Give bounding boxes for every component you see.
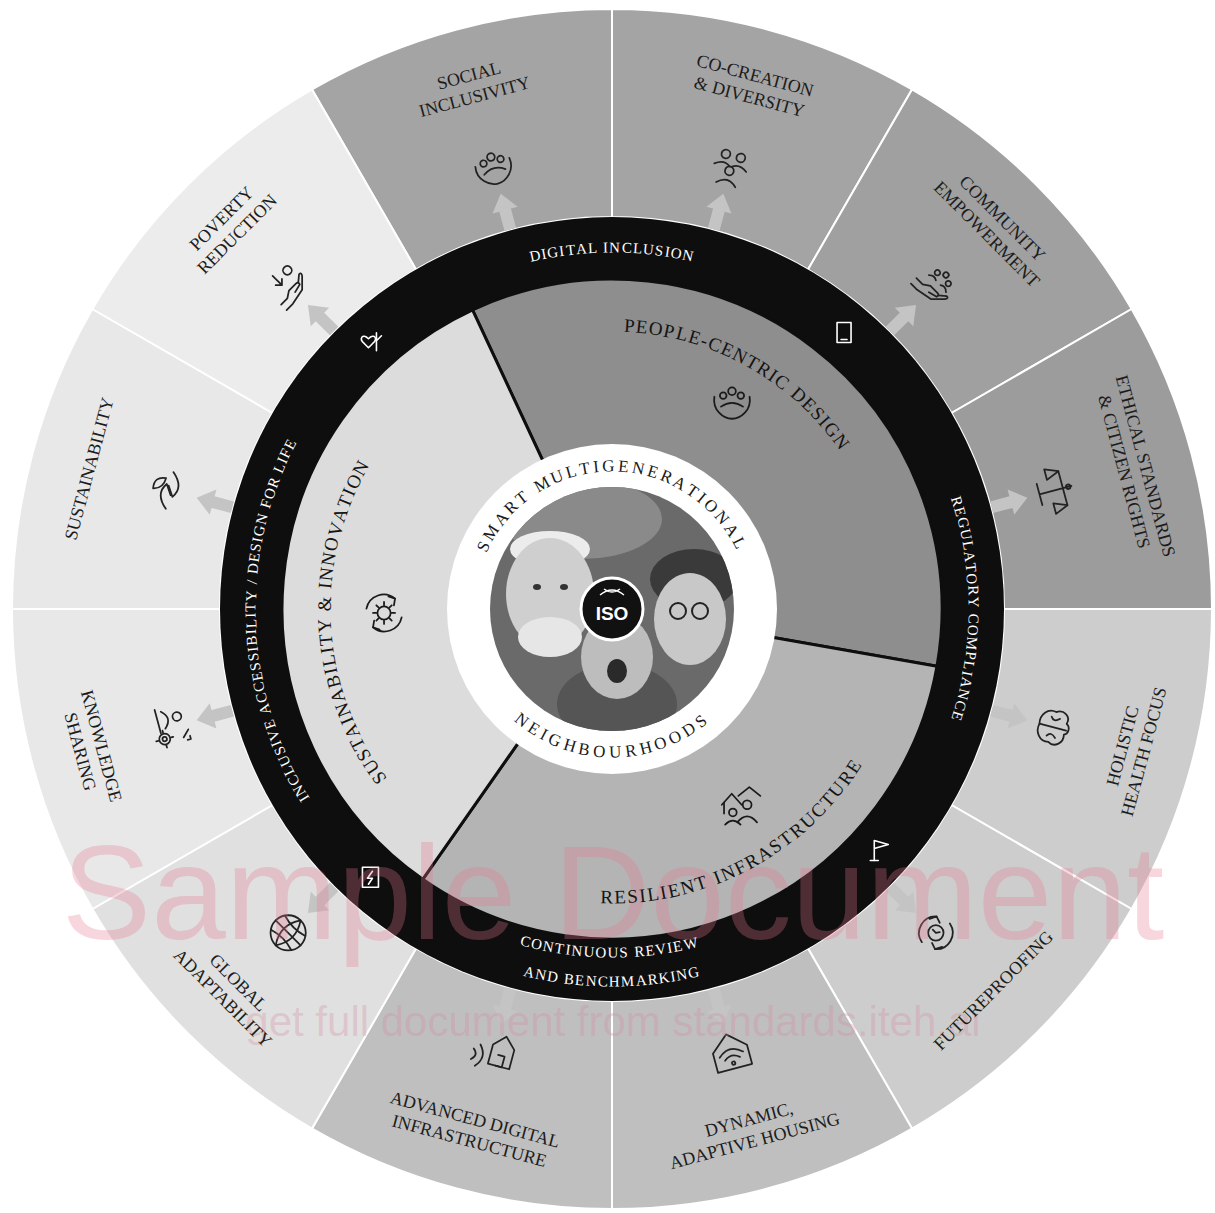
label-holder: SUSTAINABILITY & INNOVATION — [311, 455, 390, 789]
arc-letter: T — [565, 242, 577, 258]
band-label: DIGITAL INCLUSION — [525, 238, 699, 266]
arc-letter: B — [563, 972, 576, 988]
arc-letter: T — [315, 632, 335, 647]
arc-letter: T — [243, 601, 258, 611]
logo-badge — [581, 578, 643, 640]
photo-part — [670, 603, 686, 619]
icon-stroke — [841, 339, 847, 341]
arc-letter: S — [627, 886, 640, 906]
sector-title: RESILIENT INFRASTRUCTURE — [595, 754, 866, 909]
arc-letter: E — [575, 973, 587, 989]
arc-letter: I — [603, 240, 609, 255]
arc-letter: U — [583, 944, 596, 960]
arc-letter: P — [623, 316, 636, 336]
sector-title: PEOPLE-CENTRIC DESIGN — [618, 314, 855, 455]
arc-letter: B — [577, 740, 595, 759]
label-holder: SMART MULTIGENERATIONAL — [473, 454, 751, 556]
arc-letter: A — [575, 241, 588, 257]
arc-letter: L — [244, 618, 259, 629]
arc-letter — [965, 609, 980, 614]
arc-letter: C — [965, 613, 980, 625]
arc-letter: O — [964, 573, 980, 586]
label-holder: INCLUSIVE ACCESSIBILITY / DESIGN FOR LIF… — [241, 434, 313, 806]
arc-letter: A — [961, 550, 978, 564]
arc-letter: & — [314, 595, 333, 612]
arc-letter: O — [593, 743, 610, 761]
arc-letter: G — [687, 964, 702, 981]
logo-globe — [600, 589, 624, 595]
sector-wedge — [473, 279, 942, 666]
arc-letter: R — [600, 887, 614, 906]
label-holder: NEIGHBOURHOODS — [511, 709, 713, 764]
arc-letter: A — [635, 973, 648, 989]
arc-letter: M — [621, 974, 636, 990]
logo-text: ISO — [596, 604, 629, 623]
arc-letter: I — [244, 628, 259, 635]
arc-letter: E — [614, 887, 628, 906]
photo-part — [654, 573, 726, 665]
arc-letter: C — [621, 241, 633, 256]
arc-letter: O — [964, 624, 980, 637]
arc-letter: Y — [244, 589, 259, 602]
arc-letter: N — [316, 565, 337, 582]
arc-letter: C — [597, 974, 609, 989]
arc-letter: N — [585, 974, 598, 990]
arc-letter: Y — [965, 596, 980, 608]
arc-letter: W — [682, 935, 700, 953]
arc-letter: S — [619, 945, 629, 960]
arc-letter: I — [243, 611, 258, 617]
photo-part — [607, 659, 627, 683]
watermark-link: get full document from standards.iteh.ai — [245, 1001, 980, 1043]
arc-letter: U — [609, 743, 625, 761]
arc-letter: N — [609, 240, 621, 255]
arc-letter: L — [632, 241, 643, 257]
hub-disk — [447, 444, 777, 774]
arc-letter: R — [633, 944, 645, 960]
arc-letter: D — [245, 561, 261, 575]
arc-letter: B — [244, 634, 260, 646]
label-holder: PEOPLE-CENTRIC DESIGN — [618, 314, 855, 455]
arc-letter: T — [578, 459, 595, 478]
hub-title: NEIGHBOURHOODS — [511, 709, 713, 764]
arc-letter: S — [246, 651, 262, 662]
arc-letter: M — [963, 636, 979, 652]
band-label: INCLUSIVE ACCESSIBILITY / DESIGN FOR LIF… — [241, 434, 313, 806]
arc-letter: / — [244, 578, 259, 584]
label-holder: RESILIENT INFRASTRUCTURE — [595, 754, 866, 909]
sector-wedge — [282, 310, 612, 879]
arc-letter: R — [965, 585, 981, 597]
band-label: REGULATORY COMPLIANCE — [947, 492, 983, 726]
photo-part — [518, 617, 582, 657]
photo-part — [533, 584, 541, 590]
label-holder: REGULATORY COMPLIANCE — [947, 492, 983, 726]
label-holder: get full document from standards.iteh.ai — [245, 1001, 980, 1043]
sector-title: SUSTAINABILITY & INNOVATION — [311, 455, 390, 789]
arc-letter: I — [593, 458, 604, 476]
photo-part — [692, 603, 708, 619]
arc-letter: N — [571, 943, 584, 959]
arc-letter — [314, 611, 333, 618]
label-holder: DIGITAL INCLUSION — [525, 238, 699, 266]
icon-stroke — [723, 803, 725, 814]
arc-letter — [598, 241, 603, 256]
icon-stroke — [1066, 484, 1071, 489]
arc-letter: L — [588, 241, 599, 257]
arc-letter: H — [609, 974, 621, 989]
arc-letter: O — [595, 945, 608, 960]
arc-letter: T — [963, 562, 979, 574]
photo-part — [560, 584, 568, 590]
arc-letter: Y — [315, 617, 335, 633]
label-holder: CONTINUOUS REVIEW AND BENCHMARKING — [516, 932, 709, 993]
arc-letter: N — [681, 248, 696, 265]
band-label: CONTINUOUS REVIEW AND BENCHMARKING — [516, 932, 709, 993]
hub-title: SMART MULTIGENERATIONAL — [473, 454, 751, 556]
arc-letter: U — [642, 242, 656, 258]
arc-letter: U — [607, 945, 619, 960]
arc-letter: G — [602, 457, 618, 474]
arc-letter: D — [546, 969, 560, 986]
label-holder: ISO — [596, 604, 629, 623]
